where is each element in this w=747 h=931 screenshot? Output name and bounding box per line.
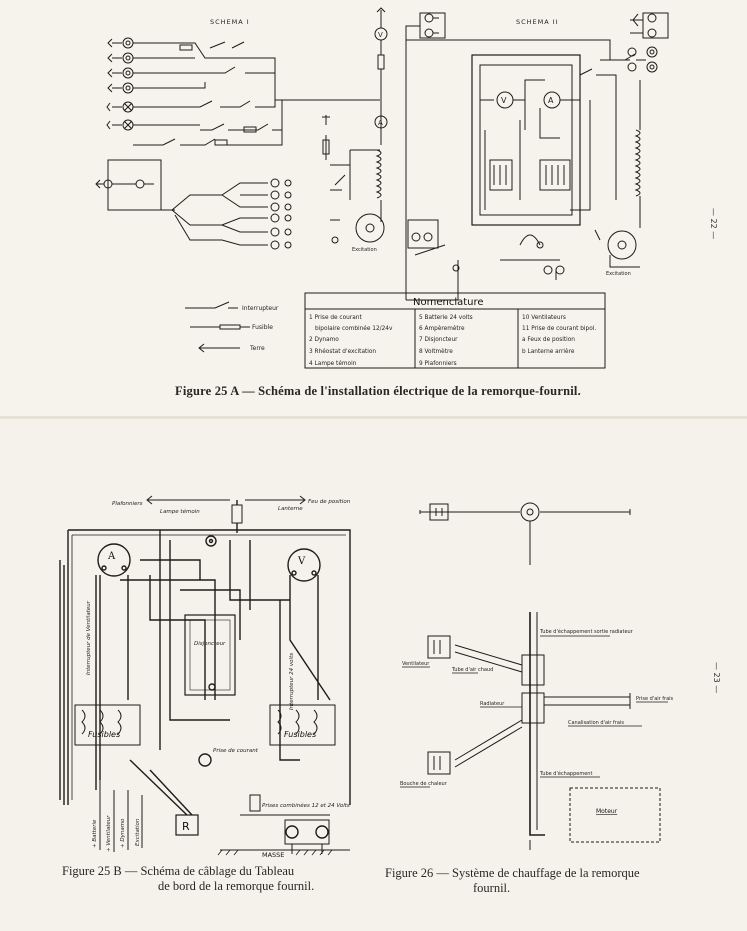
- prise-air-frais-label: Prise d'air frais: [636, 696, 674, 702]
- feu-position-label: Feu de position: [308, 499, 351, 505]
- figure-26: Moteur Tube d'échappement sortie radiate…: [400, 502, 721, 850]
- nomenclature-table: Nomenclature 1 Prise de courant bipolair…: [304, 292, 606, 369]
- schema-1-outlets: [106, 37, 134, 131]
- schema-1-wiring: [95, 41, 380, 250]
- figure-25a-caption: Figure 25 A — Schéma de l'installation é…: [175, 384, 581, 398]
- figure-26-caption: Figure 26 — Système de chauffage de la r…: [385, 866, 705, 896]
- voltmeter-v-label: V: [297, 556, 306, 567]
- page-number-lower: — 23 —: [712, 662, 721, 693]
- interrupteur-ventilateur-label: Interrupteur de Ventilateur: [86, 600, 92, 675]
- fusibles-right-label: Fusibles: [284, 730, 316, 739]
- svg-text:V: V: [501, 96, 507, 105]
- nomen-c2-r5: 9 Plafonniers: [419, 361, 457, 367]
- nomen-c3-r3: a Feux de position: [522, 337, 575, 343]
- svg-text:A: A: [378, 119, 383, 127]
- legend-interrupteur: Interrupteur: [242, 305, 279, 312]
- dynamo-label: + Dynamo: [120, 818, 126, 848]
- disjoncteur-label: Disjoncteur: [194, 641, 226, 647]
- page-number-upper: — 22 —: [709, 208, 718, 239]
- nomen-c1-r2: bipolaire combinée 12/24v: [315, 325, 393, 332]
- excitation-right-label: Excitation: [606, 271, 631, 277]
- nomenclature-title: Nomenclature: [413, 297, 484, 308]
- nomen-c2-r3: 7 Disjoncteur: [419, 337, 458, 343]
- lower-page: [0, 418, 747, 931]
- nomen-c1-r1: 1 Prise de courant: [309, 315, 362, 321]
- nomen-c1-r5: 4 Lampe témoin: [309, 360, 357, 367]
- figure-25b-caption-line1: Figure 25 B — Schéma de câblage du Table…: [62, 864, 295, 878]
- figure-25b-caption-line2: de bord de la remorque fournil.: [158, 879, 315, 893]
- excitation-25b-label: Excitation: [135, 818, 141, 846]
- canalisation-air-frais-label: Canalisation d'air frais: [568, 720, 624, 726]
- ammeter-a-label: A: [107, 551, 116, 562]
- prises-combinees-label: Prises combinées 12 et 24 Volts: [262, 802, 350, 809]
- legend-terre: Terre: [249, 345, 265, 352]
- figure-25b-caption: Figure 25 B — Schéma de câblage du Table…: [62, 864, 362, 894]
- plafonniers-label: Plafonniers: [112, 501, 143, 507]
- nomen-c3-r4: b Lanterne arrière: [522, 348, 575, 355]
- tube-echappement-sortie-label: Tube d'échappement sortie radiateur: [539, 628, 634, 635]
- figure-25b: Plafonniers Feu de position Lampe témoin…: [59, 495, 351, 859]
- nomen-c2-r4: 8 Voltmètre: [419, 348, 453, 355]
- masse-label: MASSE: [262, 851, 284, 859]
- ventilateur-26-label: Ventilateur: [402, 661, 430, 667]
- bouche-chaleur-label: Bouche de chaleur: [400, 781, 448, 787]
- fusibles-left-label: Fusibles: [88, 730, 120, 739]
- figure-26-caption-line2: fournil.: [473, 881, 511, 895]
- legend-fusible: Fusible: [252, 324, 273, 331]
- excitation-left-label: Excitation: [352, 247, 377, 253]
- lanterne-label: Lanterne: [278, 506, 303, 512]
- nomen-c3-r2: 11 Prise de courant bipol.: [522, 326, 596, 332]
- nomen-c1-r3: 2 Dynamo: [309, 337, 339, 343]
- nomen-c2-r1: 5 Batterie 24 volts: [419, 315, 473, 321]
- interrupteur-24v-label: Interrupteur 24 volts: [289, 653, 295, 710]
- moteur-label: Moteur: [596, 808, 618, 815]
- nomen-c2-r2: 6 Ampèremètre: [419, 325, 465, 332]
- prise-courant-label: Prise de courant: [213, 748, 259, 754]
- radiateur-label: Radiateur: [480, 701, 505, 707]
- nomen-c1-r4: 3 Rhéostat d'excitation: [309, 348, 376, 355]
- schema-1-meters: V A: [322, 7, 439, 249]
- batterie-label: + Batterie: [92, 819, 98, 848]
- ventilateur-label: + Ventilateur: [106, 815, 112, 852]
- svg-text:A: A: [548, 96, 554, 105]
- schema-2: V A: [405, 12, 669, 301]
- nomen-c3-r1: 10 Ventilateurs: [522, 315, 566, 321]
- lampe-temoin-label: Lampe témoin: [160, 508, 200, 515]
- svg-text:V: V: [378, 31, 383, 39]
- page-gap: [0, 416, 747, 419]
- figure-25a: SCHEMA I SCHEMA II: [95, 7, 718, 369]
- schema-2-label: SCHEMA II: [516, 18, 559, 26]
- schema-1-label: SCHEMA I: [210, 18, 250, 26]
- tube-echappement-label: Tube d'échappement: [539, 770, 592, 777]
- r-box-label: R: [182, 820, 190, 833]
- legend-symbols: Interrupteur Fusible Terre: [185, 301, 279, 353]
- tube-air-chaud-label: Tube d'air chaud: [451, 667, 493, 673]
- figure-26-caption-line1: Figure 26 — Système de chauffage de la r…: [385, 866, 640, 880]
